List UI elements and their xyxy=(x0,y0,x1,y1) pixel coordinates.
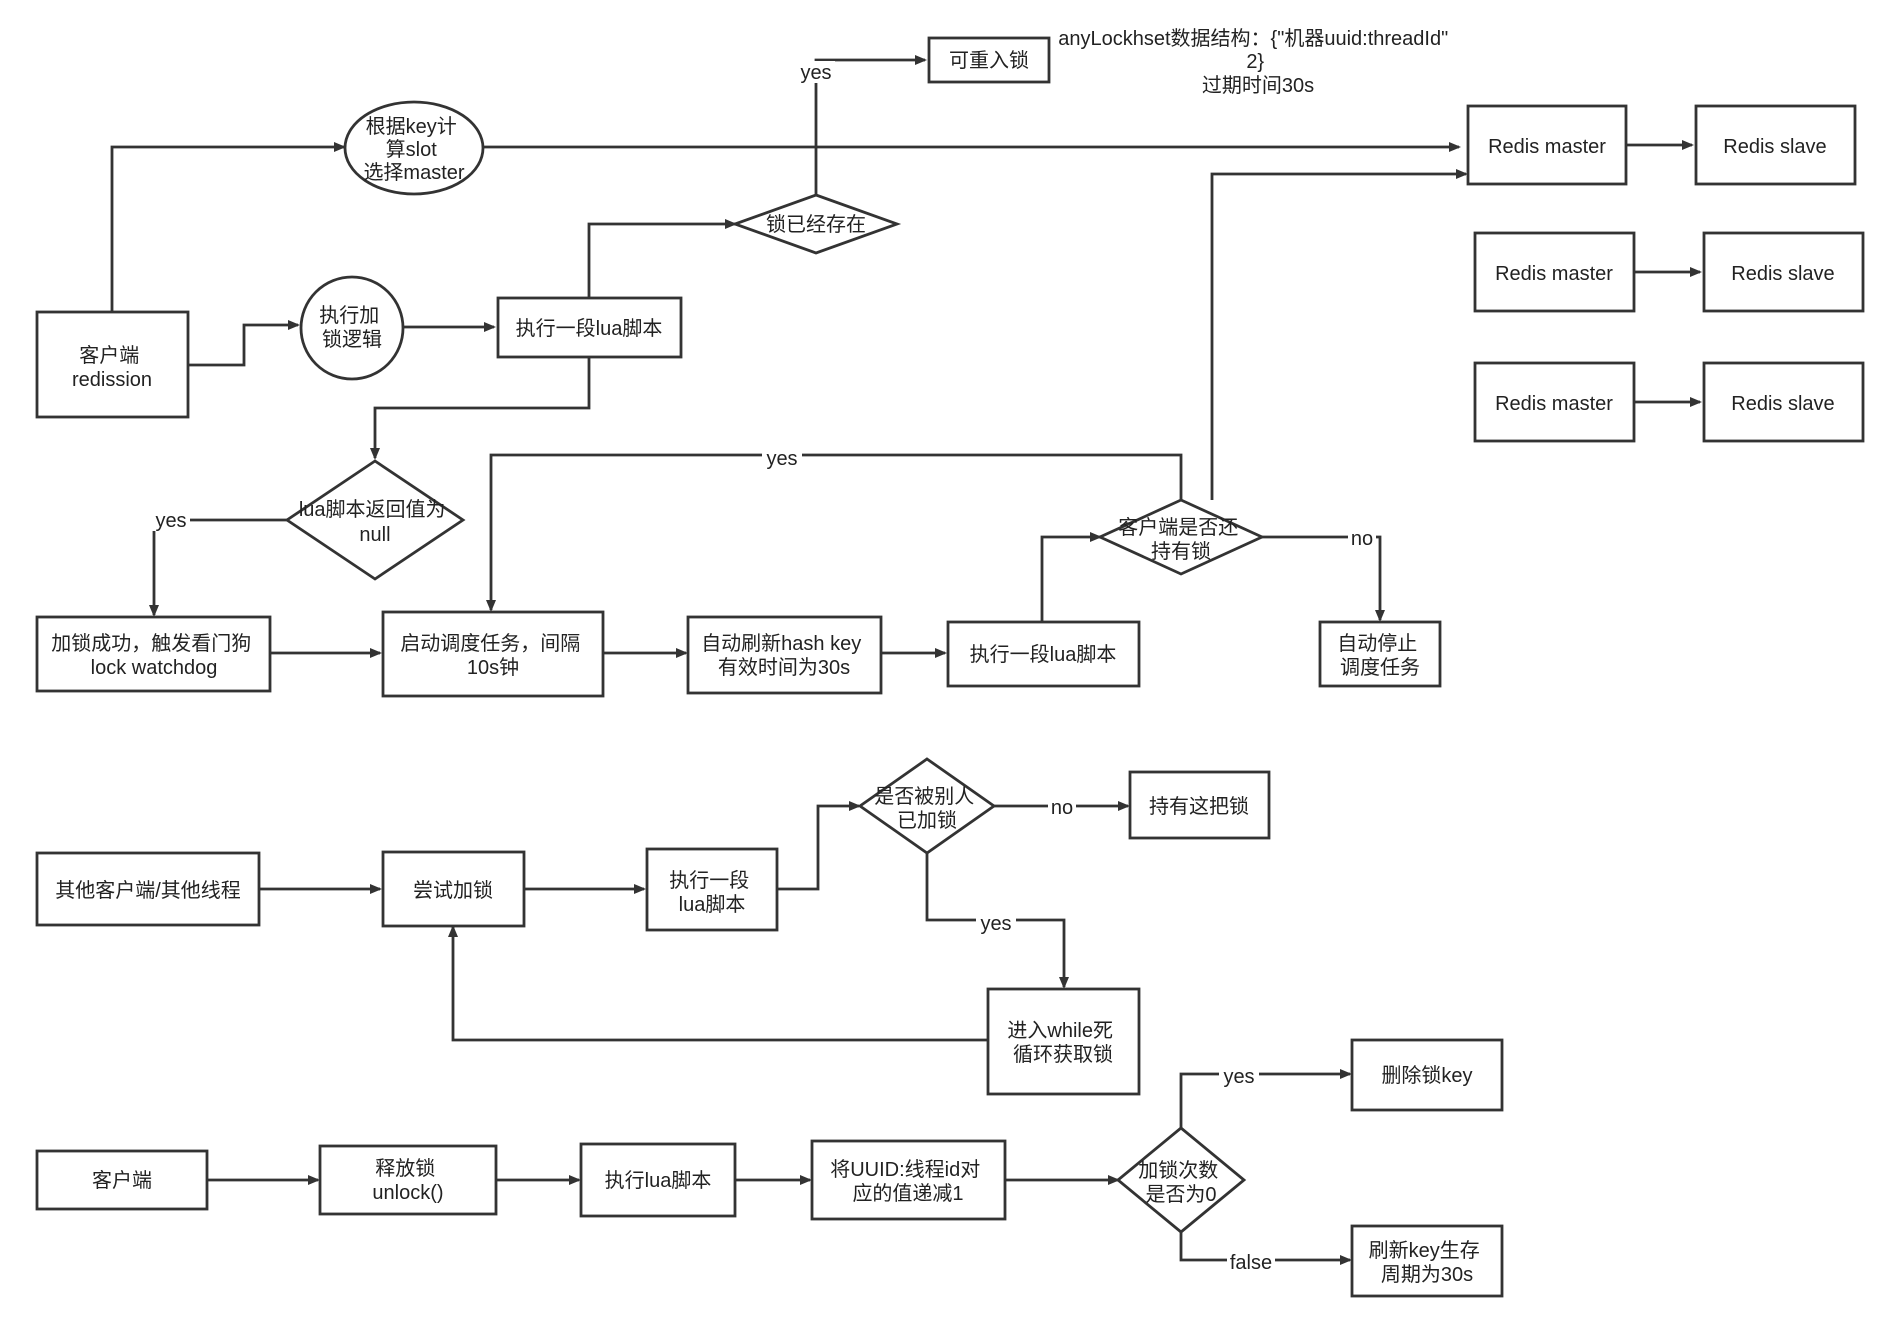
node-lock-watchdog[interactable]: 加锁成功，触发看门狗 lock watchdog xyxy=(35,615,272,693)
node-redis-slave-2[interactable]: Redis slave xyxy=(1702,231,1865,313)
edge-while-to-try-lock xyxy=(448,925,988,1042)
edge-client-to-slot xyxy=(110,142,346,312)
node-redis-master-2[interactable]: Redis master xyxy=(1473,231,1636,313)
edge-still-holds-to-stop-task xyxy=(1262,535,1385,622)
edge-lua-1-to-lua-null xyxy=(370,357,591,460)
node-lua-script-3[interactable]: 执行一段 lua脚本 xyxy=(645,847,779,932)
node-label: 执行一段lua脚本 xyxy=(970,643,1117,666)
edge-count-zero-to-delete-key xyxy=(1179,1069,1352,1128)
node-label: 执行lua脚本 xyxy=(605,1169,712,1192)
edges xyxy=(110,55,1702,1265)
node-lua-returns-null[interactable]: lua脚本返回值为 null xyxy=(284,459,466,581)
note-line: anyLockhset数据结构：{"机器uuid:threadId" xyxy=(1058,27,1448,50)
node-label: 进入while死 循环获取锁 xyxy=(1007,1019,1118,1066)
node-hold-lock[interactable]: 持有这把锁 xyxy=(1128,770,1271,840)
hash-structure-note: anyLockhset数据结构：{"机器uuid:threadId" 2} 过期… xyxy=(1058,27,1454,97)
edge-still-holds-to-redis-master-1 xyxy=(1210,169,1468,500)
edge-lua-2-to-still-holds xyxy=(1040,532,1102,622)
node-delete-lock-key[interactable]: 删除锁key xyxy=(1350,1038,1504,1112)
edge-lua-1-to-lock-exists xyxy=(587,219,737,298)
node-label: Redis master xyxy=(1488,136,1606,158)
node-label: Redis master xyxy=(1495,263,1613,285)
node-label: 自动刷新hash key 有效时间为30s xyxy=(701,632,867,679)
node-label: 根据key计 算slot 选择master xyxy=(363,115,464,184)
node-label: 锁已经存在 xyxy=(766,213,866,236)
node-label: 是否被别人 已加锁 xyxy=(874,785,980,832)
node-redis-slave-1[interactable]: Redis slave xyxy=(1694,104,1857,186)
node-label: 其他客户端/其他线程 xyxy=(55,879,241,902)
edge-label-yes-delete: yes xyxy=(1223,1066,1254,1088)
node-try-lock[interactable]: 尝试加锁 xyxy=(381,850,526,928)
node-label: Redis slave xyxy=(1731,393,1834,415)
note-line: 过期时间30s xyxy=(1202,74,1314,97)
node-label: 释放锁 unlock() xyxy=(372,1157,443,1204)
node-locked-by-other[interactable]: 是否被别人 已加锁 xyxy=(857,757,997,855)
edge-label-yes-reschedule: yes xyxy=(766,448,797,470)
edge-label-yes-while: yes xyxy=(980,913,1011,935)
edge-label-no-hold: no xyxy=(1051,797,1073,819)
node-client-redission[interactable]: 客户端 redission xyxy=(35,310,190,419)
edge-labels: yes yes yes no no yes yes false xyxy=(152,61,1376,1274)
node-client-still-holds-lock[interactable]: 客户端是否还 持有锁 xyxy=(1096,498,1266,576)
node-label: 客户端是否还 持有锁 xyxy=(1118,516,1244,563)
node-label: 客户端 xyxy=(92,1169,152,1192)
node-label: 客户端 redission xyxy=(72,344,152,391)
node-lua-script-2[interactable]: 执行一段lua脚本 xyxy=(946,620,1141,688)
edge-label-no-stop: no xyxy=(1351,528,1373,550)
node-client[interactable]: 客户端 xyxy=(35,1149,209,1211)
node-other-clients[interactable]: 其他客户端/其他线程 xyxy=(35,851,261,927)
edge-lua-3-to-locked-by-other xyxy=(777,801,861,891)
node-unlock[interactable]: 释放锁 unlock() xyxy=(318,1144,498,1216)
edge-label-yes-reentrant: yes xyxy=(800,62,831,84)
node-lock-count-zero[interactable]: 加锁次数 是否为0 xyxy=(1115,1126,1247,1234)
node-lock-exists[interactable]: 锁已经存在 xyxy=(730,193,902,255)
nodes: 可重入锁 anyLockhset数据结构：{"机器uuid:threadId" … xyxy=(35,27,1865,1298)
node-label: 持有这把锁 xyxy=(1149,795,1249,818)
edge-still-holds-to-schedule xyxy=(486,453,1183,612)
node-label: 执行加 锁逻辑 xyxy=(319,304,385,351)
node-label: 尝试加锁 xyxy=(413,879,493,902)
node-label: 启动调度任务，间隔 10s钟 xyxy=(400,632,586,679)
node-label: Redis slave xyxy=(1723,136,1826,158)
node-refresh-hash-key[interactable]: 自动刷新hash key 有效时间为30s xyxy=(686,615,883,695)
node-redis-master-1[interactable]: Redis master xyxy=(1466,104,1628,186)
node-label: 加锁次数 是否为0 xyxy=(1138,1159,1224,1206)
edge-lock-exists-to-reentrant xyxy=(814,55,927,195)
node-stop-schedule-task[interactable]: 自动停止 调度任务 xyxy=(1318,620,1442,688)
node-label: 可重入锁 xyxy=(949,49,1029,72)
edge-lua-null-to-watchdog xyxy=(149,518,287,617)
node-label: 删除锁key xyxy=(1381,1064,1472,1087)
node-redis-master-3[interactable]: Redis master xyxy=(1473,361,1636,443)
node-exec-lock-logic[interactable]: 执行加 锁逻辑 xyxy=(299,275,405,381)
node-label: lua脚本返回值为 null xyxy=(299,498,451,546)
node-label: Redis slave xyxy=(1731,263,1834,285)
edge-label-false-refresh: false xyxy=(1230,1252,1272,1274)
node-refresh-ttl[interactable]: 刷新key生存 周期为30s xyxy=(1350,1224,1504,1298)
node-label: 加锁成功，触发看门狗 lock watchdog xyxy=(51,632,257,679)
node-decrement-uuid[interactable]: 将UUID:线程id对 应的值递减1 xyxy=(810,1139,1007,1221)
edge-client-to-exec-lock-logic xyxy=(188,320,300,367)
node-label: 执行一段lua脚本 xyxy=(516,317,663,340)
node-reentrant-lock[interactable]: 可重入锁 xyxy=(927,36,1051,84)
node-label: Redis master xyxy=(1495,393,1613,415)
node-calc-slot[interactable]: 根据key计 算slot 选择master xyxy=(343,100,485,196)
node-schedule-task[interactable]: 启动调度任务，间隔 10s钟 xyxy=(381,610,605,698)
node-label: 刷新key生存 周期为30s xyxy=(1369,1239,1486,1286)
node-redis-slave-3[interactable]: Redis slave xyxy=(1702,361,1865,443)
edge-count-zero-to-refresh-ttl xyxy=(1179,1232,1352,1265)
note-line: 2} xyxy=(1246,51,1264,73)
node-lua-script-1[interactable]: 执行一段lua脚本 xyxy=(496,296,683,359)
node-label: 自动停止 调度任务 xyxy=(1337,632,1423,679)
edge-label-yes-watchdog: yes xyxy=(155,510,186,532)
node-label: 将UUID:线程id对 应的值递减1 xyxy=(830,1158,986,1205)
node-while-loop[interactable]: 进入while死 循环获取锁 xyxy=(986,987,1141,1096)
node-label: 执行一段 lua脚本 xyxy=(669,869,755,916)
node-exec-lua-script[interactable]: 执行lua脚本 xyxy=(579,1142,737,1218)
